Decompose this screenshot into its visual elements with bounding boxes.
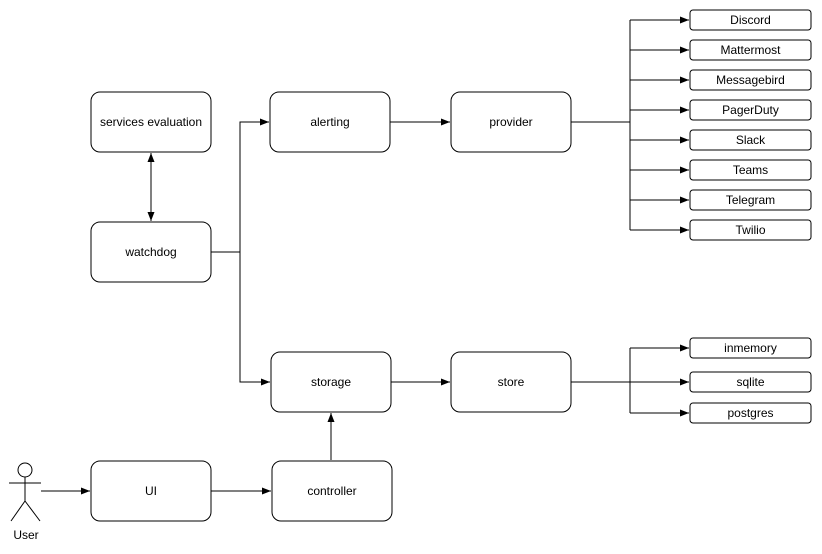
node-controller-label: controller [307, 484, 356, 498]
leaf-twilio: Twilio [689, 219, 812, 241]
leaf-postgres: postgres [689, 402, 812, 424]
leaf-telegram-label: Telegram [726, 193, 775, 207]
edge-watchdog-alerting [211, 118, 269, 253]
leaf-twilio-box [689, 219, 812, 241]
node-alerting: alerting [269, 91, 391, 153]
leaf-slack: Slack [689, 129, 812, 151]
node-watchdog-box [90, 221, 212, 283]
leaf-postgres-box [689, 402, 812, 424]
node-services-evaluation: services evaluation [90, 91, 212, 153]
leaf-slack-label: Slack [736, 133, 766, 147]
leaf-inmemory-label: inmemory [724, 341, 777, 355]
node-storage-box [270, 351, 392, 413]
node-alerting-box [269, 91, 391, 153]
leaf-teams-label: Teams [733, 163, 768, 177]
leaf-teams: Teams [689, 159, 812, 181]
leaf-sqlite: sqlite [689, 371, 812, 393]
node-store-box [450, 351, 572, 413]
node-ui-box [90, 460, 212, 522]
node-ui: UI [90, 460, 212, 522]
leaf-messagebird-box [689, 69, 812, 91]
node-ui-label: UI [145, 484, 157, 498]
leaf-pagerduty-box [689, 99, 812, 121]
leaf-messagebird-label: Messagebird [716, 73, 785, 87]
leaf-pagerduty-label: PagerDuty [722, 103, 779, 117]
nodes-layer: services evaluation watchdog alerting provi… [90, 9, 812, 522]
leaf-inmemory-box [689, 337, 812, 359]
node-services-evaluation-box [90, 91, 212, 153]
edges-layer [41, 16, 689, 495]
leaf-mattermost-box [689, 39, 812, 61]
node-provider: provider [450, 91, 572, 153]
edge-watchdog-storage [239, 252, 270, 386]
node-alerting-label: alerting [310, 115, 349, 129]
leaf-telegram-box [689, 189, 812, 211]
leaf-twilio-label: Twilio [735, 223, 765, 237]
leaf-discord-box [689, 9, 812, 31]
leaf-slack-box [689, 129, 812, 151]
leaf-mattermost-label: Mattermost [720, 43, 781, 57]
actor-head [17, 462, 33, 478]
leaf-inmemory: inmemory [689, 337, 812, 359]
node-store: store [450, 351, 572, 413]
actor-user: User [9, 462, 41, 542]
node-store-label: store [498, 375, 525, 389]
actor-left-leg [10, 500, 26, 522]
node-storage: storage [270, 351, 392, 413]
node-watchdog-label: watchdog [124, 245, 176, 259]
node-services-evaluation-label: services evaluation [100, 115, 202, 129]
leaf-discord: Discord [689, 9, 812, 31]
leaf-mattermost: Mattermost [689, 39, 812, 61]
leaf-discord-label: Discord [730, 13, 771, 27]
leaf-pagerduty: PagerDuty [689, 99, 812, 121]
actor-label: User [13, 528, 38, 542]
actor-right-leg [24, 500, 41, 522]
leaf-sqlite-box [689, 371, 812, 393]
node-provider-label: provider [489, 115, 532, 129]
leaf-telegram: Telegram [689, 189, 812, 211]
node-watchdog: watchdog [90, 221, 212, 283]
leaf-sqlite-label: sqlite [736, 375, 764, 389]
node-controller: controller [271, 460, 393, 522]
node-storage-label: storage [311, 375, 351, 389]
leaf-teams-box [689, 159, 812, 181]
node-provider-box [450, 91, 572, 153]
leaf-postgres-label: postgres [727, 406, 773, 420]
leaf-messagebird: Messagebird [689, 69, 812, 91]
node-controller-box [271, 460, 393, 522]
